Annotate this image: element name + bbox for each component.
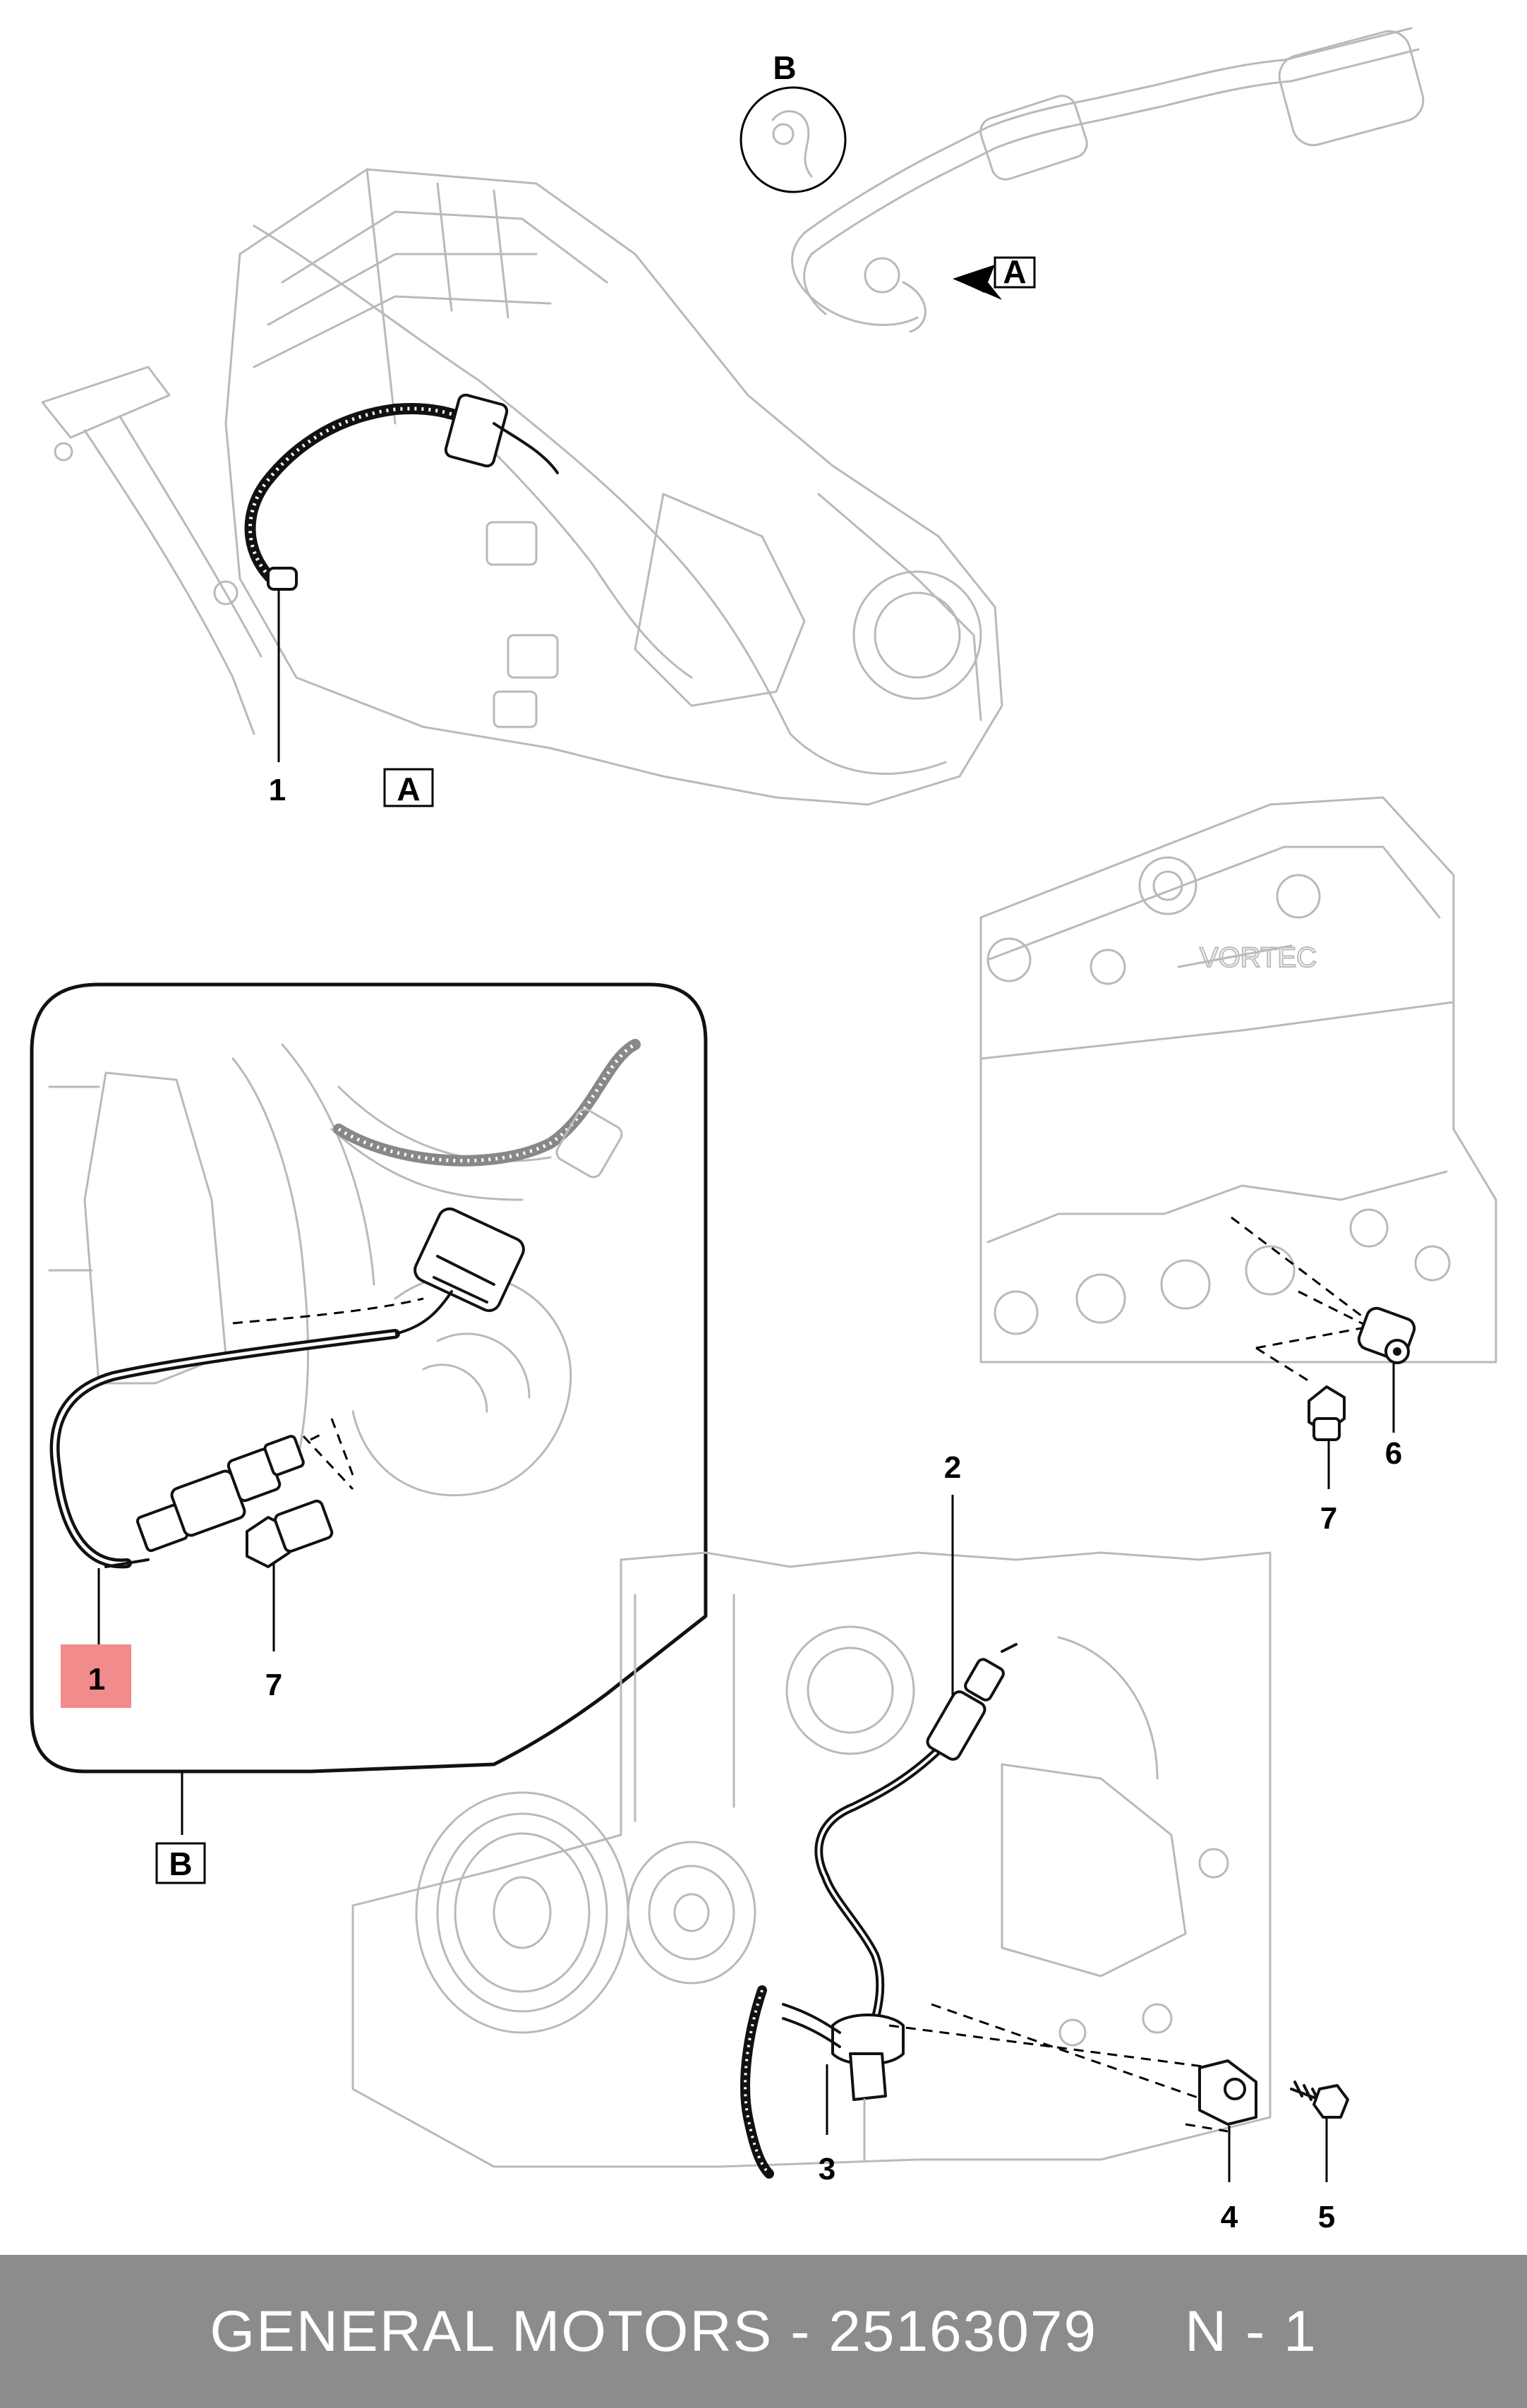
view-a-box: A [383, 768, 434, 807]
view-a-arrow: A [953, 253, 1036, 300]
detail-b-illustration [48, 1039, 641, 1497]
engine-front-illustration [351, 1551, 1272, 2179]
engine-head-illustration: VORTEC [979, 796, 1497, 1363]
sensor-part-6 [1231, 1216, 1416, 1385]
callout-6: 6 [1385, 1436, 1402, 1471]
strap-part-3 [782, 2003, 905, 2161]
view-b-circle: B [740, 49, 847, 193]
parts-diagram: A B 1 [30, 27, 1497, 2234]
oxygen-sensor-detail [49, 1207, 525, 1569]
plug-part-7-engine [1308, 1385, 1346, 1441]
callout-7-detail: 7 [265, 1668, 282, 1702]
callout-2: 2 [944, 1450, 961, 1485]
bolt-part-5 [1290, 2081, 1349, 2119]
oxygen-sensor-harness-top [244, 393, 559, 591]
detail-b-frame [30, 982, 708, 1774]
callout-1-top: 1 [269, 773, 286, 807]
svg-text:B: B [169, 1846, 192, 1882]
svg-text:VORTEC: VORTEC [1200, 942, 1317, 973]
plug-part-7-detail [246, 1418, 354, 1568]
view-b-circle-label: B [773, 49, 796, 86]
transmission-illustration [41, 168, 1003, 806]
callout-5: 5 [1318, 2200, 1335, 2234]
sensor-part-2 [814, 1643, 1018, 2051]
footer-bar: GENERAL MOTORS - 25163079 N - 1 [0, 2255, 1527, 2408]
view-a-arrow-label: A [1003, 253, 1026, 290]
callout-1-detail: 1 [88, 1662, 105, 1697]
footer-part-number: GENERAL MOTORS - 25163079 N - 1 [210, 2299, 1317, 2364]
svg-text:A: A [397, 771, 420, 807]
callout-4: 4 [1221, 2200, 1238, 2234]
bracket-part-4 [888, 2003, 1257, 2133]
callout-3: 3 [819, 2152, 835, 2186]
view-b-box: B [155, 1842, 206, 1884]
exhaust-pipe-illustration [791, 27, 1425, 333]
callout-7-engine: 7 [1320, 1501, 1337, 1536]
part-1-highlight [61, 1644, 131, 1708]
